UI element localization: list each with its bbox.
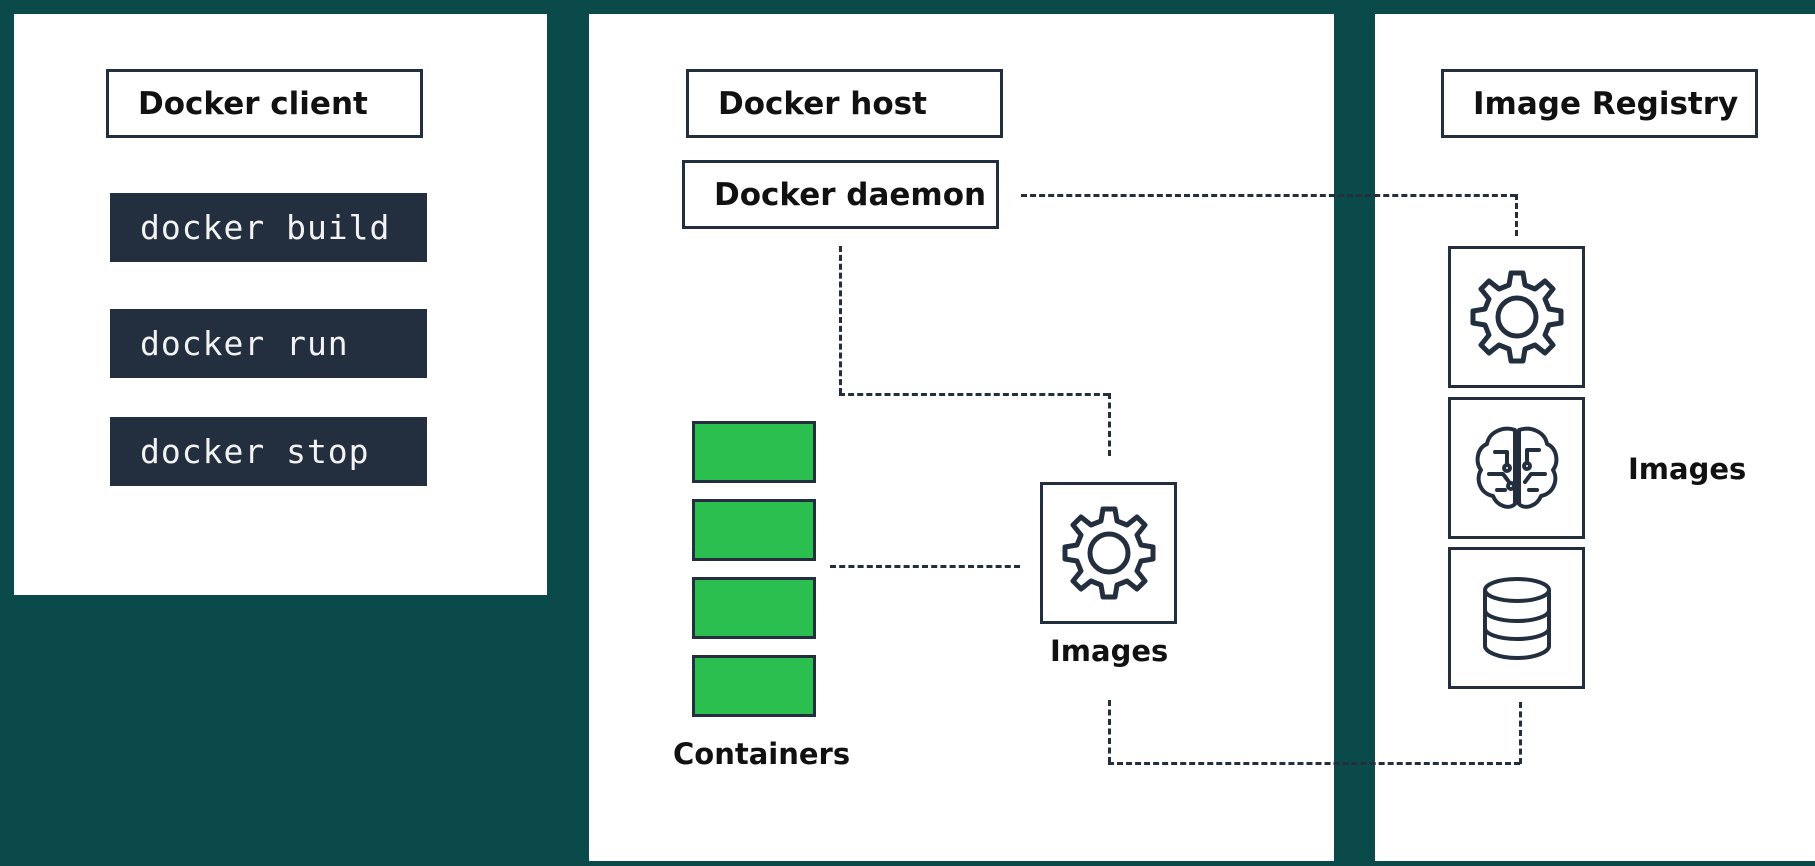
container-bar <box>692 499 816 561</box>
host-image-box <box>1040 482 1177 624</box>
image-registry-panel <box>1375 14 1815 861</box>
daemon-images-connector <box>839 393 1109 396</box>
docker-host-title: Docker host <box>686 69 1003 138</box>
containers-images-connector <box>830 565 1020 568</box>
docker-build-command: docker build <box>110 193 427 262</box>
containers-label: Containers <box>673 737 851 771</box>
daemon-images-connector-down <box>839 246 842 394</box>
docker-run-command: docker run <box>110 309 427 378</box>
brain-circuit-icon <box>1475 426 1558 509</box>
docker-client-title: Docker client <box>106 69 423 138</box>
docker-daemon-box: Docker daemon <box>682 160 999 229</box>
images-registry-connector-rise <box>1519 702 1522 764</box>
database-icon <box>1482 577 1551 661</box>
images-registry-connector <box>1108 762 1520 765</box>
gear-icon <box>1470 270 1563 364</box>
docker-stop-command: docker stop <box>110 417 427 486</box>
container-bar <box>692 421 816 483</box>
host-images-label: Images <box>1050 634 1169 668</box>
container-bar <box>692 655 816 717</box>
images-registry-connector-up <box>1108 700 1111 763</box>
daemon-registry-connector-drop <box>1515 194 1518 236</box>
daemon-registry-connector <box>1021 194 1516 197</box>
container-bar <box>692 577 816 639</box>
registry-images-label: Images <box>1628 452 1747 486</box>
registry-gear-image-box <box>1448 246 1585 388</box>
gear-icon <box>1062 506 1155 600</box>
image-registry-title: Image Registry <box>1441 69 1758 138</box>
registry-database-image-box <box>1448 547 1585 689</box>
registry-brain-image-box <box>1448 397 1585 539</box>
daemon-images-connector-drop <box>1108 393 1111 456</box>
